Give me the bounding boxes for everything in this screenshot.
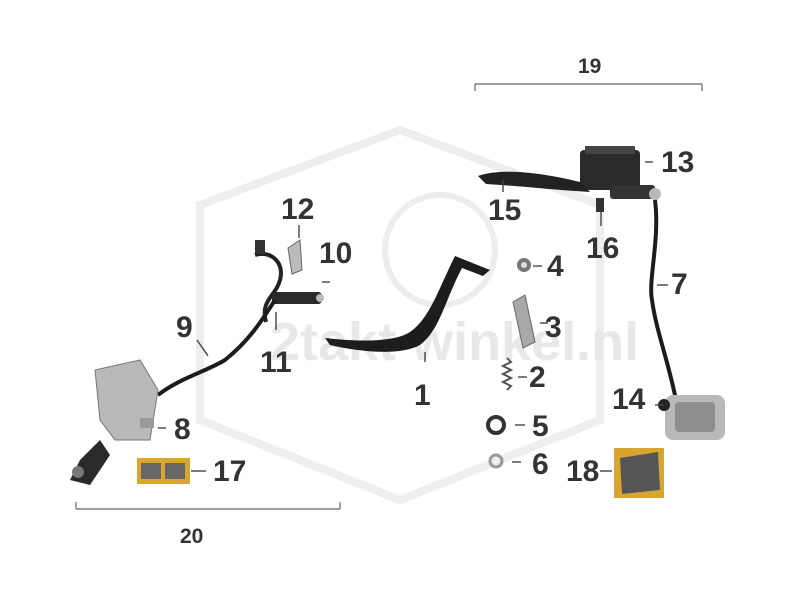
master-cylinder [580,146,661,200]
washer [486,415,506,435]
label-part-16: 16 [586,232,620,265]
label-part-17: 17 [213,455,247,488]
watermark-logo: 2takt winkel.nl [196,125,639,505]
lever-pivot-bolt [596,198,604,212]
label-part-13: 13 [661,146,695,179]
label-part-8: 8 [174,413,191,446]
brake-pedal [325,256,490,352]
label-part-2: 2 [529,361,546,394]
front-brake-caliper [658,395,725,440]
rear-brake-caliper [70,359,159,485]
rear-brake-pads [137,458,190,484]
leader-lines [158,161,668,472]
label-part-6: 6 [532,448,549,481]
rear-master-cylinder [254,239,324,323]
label-part-18: 18 [566,455,600,488]
link-plate [512,294,536,349]
label-part-3: 3 [545,311,562,344]
bracket-20 [75,502,341,510]
front-brake-pads [614,448,664,498]
rear-brake-hose [156,298,277,397]
bracket-19 [474,83,703,91]
o-ring [488,453,504,469]
label-part-19: 19 [578,55,602,78]
label-part-10: 10 [319,237,353,270]
label-part-5: 5 [532,410,549,443]
label-part-7: 7 [671,268,688,301]
watermark-text: 2takt winkel.nl [270,312,639,372]
label-part-4: 4 [547,250,564,283]
nut [517,258,531,272]
label-part-14: 14 [612,383,646,416]
return-spring [500,357,514,391]
brake-lever [478,171,590,192]
front-brake-hose [649,199,678,401]
label-part-20: 20 [180,525,204,548]
label-part-15: 15 [488,194,522,227]
label-part-11: 11 [260,346,292,379]
label-part-9: 9 [176,311,193,344]
label-part-1: 1 [414,379,431,412]
label-part-12: 12 [281,193,315,226]
